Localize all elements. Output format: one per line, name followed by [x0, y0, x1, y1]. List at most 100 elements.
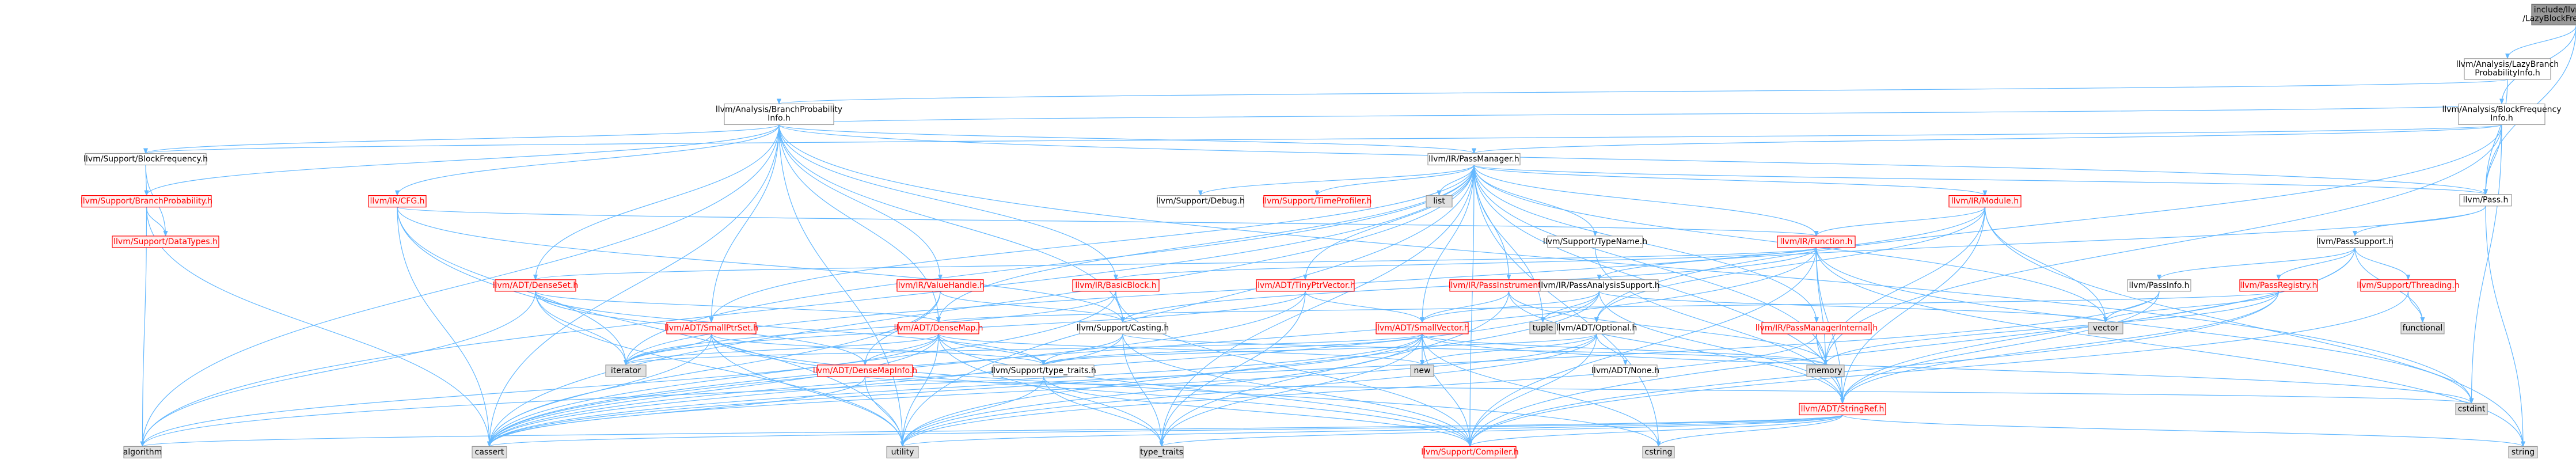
edge-bfi-to-memory — [1823, 124, 2502, 366]
node-debug[interactable]: llvm/Support/Debug.h — [1156, 195, 1245, 208]
node-iterator[interactable]: iterator — [605, 364, 647, 377]
edge-bfi-to-optional — [1594, 124, 2502, 323]
node-threading[interactable]: llvm/Support/Threading.h — [2357, 279, 2460, 292]
node-smallptrset[interactable]: llvm/ADT/SmallPtrSet.h — [664, 322, 758, 335]
edge-densemap-to-compiler — [938, 333, 1472, 447]
node-cstring[interactable]: cstring — [1642, 446, 1675, 459]
node-functional[interactable]: functional — [2400, 322, 2445, 335]
node-label: string — [2512, 447, 2535, 457]
node-module[interactable]: llvm/IR/Module.h — [1948, 195, 2022, 208]
node-passmgrinternal[interactable]: llvm/IR/PassManagerInternal.h — [1756, 322, 1878, 335]
node-passanalysis[interactable]: llvm/IR/PassAnalysisSupport.h — [1538, 279, 1660, 292]
node-label: llvm/Support/Debug.h — [1156, 197, 1245, 206]
node-box — [1410, 364, 1434, 377]
edge-tinyptrvector-to-smallvector — [1305, 291, 1424, 323]
node-box — [898, 322, 979, 335]
node-label: functional — [2403, 324, 2443, 333]
node-label: llvm/Pass.h — [2463, 196, 2509, 205]
edge-casting-to-cassert — [487, 333, 1123, 447]
node-box — [1079, 322, 1167, 335]
edge-cfg-to-function — [397, 207, 1818, 237]
edge-typetraits-to-utility — [900, 376, 1044, 447]
node-passmanager[interactable]: llvm/IR/PassManager.h — [1427, 153, 1521, 166]
edge-stringref-to-string — [1842, 414, 2525, 447]
node-root[interactable]: include/llvm/Analysis/LazyBlockFrequency… — [2522, 3, 2576, 26]
node-none[interactable]: llvm/ADT/None.h — [1591, 364, 1659, 377]
node-label: Info.h — [768, 113, 791, 123]
edge-typetraits-to-compiler — [1043, 376, 1472, 447]
node-timeprofiler[interactable]: llvm/Support/TimeProfiler.h — [1262, 195, 1372, 208]
edge-casting-to-typetraits — [1041, 333, 1123, 366]
node-casting[interactable]: llvm/Support/Casting.h — [1077, 322, 1169, 335]
edge-densemap-to-new — [938, 333, 1424, 366]
node-valuehandle[interactable]: llvm/IR/ValueHandle.h — [896, 279, 985, 292]
node-lbpi[interactable]: llvm/Analysis/LazyBranchProbabilityInfo.… — [2456, 58, 2559, 80]
node-compiler[interactable]: llvm/Support/Compiler.h — [1421, 446, 1519, 459]
node-densemapinfo[interactable]: llvm/ADT/DenseMapInfo.h — [813, 364, 917, 377]
edge-smallvector-to-algorithm — [140, 333, 1423, 447]
edge-cfg-to-utility — [397, 207, 905, 447]
node-box — [472, 446, 507, 459]
node-passregistry[interactable]: llvm/PassRegistry.h — [2239, 279, 2318, 292]
node-function[interactable]: llvm/IR/Function.h — [1777, 235, 1856, 248]
edge-bpi-to-cfg — [395, 124, 780, 196]
node-type_traits[interactable]: type_traits — [1139, 446, 1184, 459]
edge-branchprob-to-datatypes — [146, 207, 168, 237]
node-passinstr[interactable]: llvm/IR/PassInstrumentation.h — [1449, 279, 1570, 292]
node-label: tuple — [1533, 324, 1553, 333]
edge-bfi-to-passmanager — [1472, 124, 2502, 154]
node-utility[interactable]: utility — [886, 446, 919, 459]
node-label: llvm/ADT/DenseSet.h — [493, 281, 579, 290]
node-tinyptrvector[interactable]: llvm/ADT/TinyPtrVector.h — [1255, 279, 1355, 292]
edge-densemapinfo-to-cassert — [487, 376, 866, 447]
node-typetraits[interactable]: llvm/Support/type_traits.h — [991, 364, 1096, 377]
edge-bpi-to-pass — [778, 124, 2488, 195]
node-datatypes[interactable]: llvm/Support/DataTypes.h — [112, 235, 219, 248]
node-passsupport[interactable]: llvm/PassSupport.h — [2316, 235, 2393, 248]
node-optional[interactable]: llvm/ADT/Optional.h — [1556, 322, 1637, 335]
node-branchprob[interactable]: llvm/Support/BranchProbability.h — [81, 195, 212, 208]
node-smallvector[interactable]: llvm/ADT/SmallVector.h — [1375, 322, 1469, 335]
node-algorithm[interactable]: algorithm — [123, 446, 162, 459]
node-cassert[interactable]: cassert — [472, 446, 507, 459]
edge-bpi-to-utility — [778, 124, 905, 447]
edge-densemap-to-cassert — [487, 333, 939, 447]
node-label: Info.h — [2490, 113, 2513, 123]
edge-casting-to-type_traits — [1122, 333, 1164, 447]
node-blockfreq[interactable]: llvm/Support/BlockFrequency.h — [83, 153, 208, 166]
node-denseset[interactable]: llvm/ADT/DenseSet.h — [493, 279, 579, 292]
node-box — [1806, 364, 1845, 377]
edge-denseset-to-utility — [535, 291, 905, 447]
node-box — [1540, 279, 1659, 292]
edge-passsupport-to-passregistry — [2276, 247, 2355, 280]
node-new[interactable]: new — [1410, 364, 1434, 377]
edge-passmanager-to-passmgrinternal — [1473, 165, 1819, 323]
node-cstdint[interactable]: cstdint — [2455, 402, 2488, 416]
node-box — [817, 364, 913, 377]
edge-passinstr-to-type_traits — [1159, 291, 1510, 447]
node-tuple[interactable]: tuple — [1529, 322, 1556, 335]
node-string[interactable]: string — [2508, 446, 2538, 459]
edge-passanalysis-to-utility — [900, 291, 1600, 447]
edge-branchprob-to-cassert — [146, 207, 492, 447]
node-list[interactable]: list — [1426, 195, 1453, 208]
node-label: llvm/PassInfo.h — [2129, 281, 2190, 290]
node-cfg[interactable]: llvm/IR/CFG.h — [368, 195, 427, 208]
node-vector[interactable]: vector — [2088, 322, 2123, 335]
edge-module-to-string — [1984, 207, 2525, 447]
edge-passmgrinternal-to-memory — [1816, 333, 1828, 366]
node-box — [1423, 446, 1517, 459]
node-box — [81, 195, 212, 208]
node-memory[interactable]: memory — [1806, 364, 1845, 377]
node-stringref[interactable]: llvm/ADT/StringRef.h — [1799, 402, 1886, 416]
node-densemap[interactable]: llvm/ADT/DenseMap.h — [894, 322, 983, 335]
node-typename[interactable]: llvm/Support/TypeName.h — [1543, 235, 1647, 248]
node-passinfo[interactable]: llvm/PassInfo.h — [2127, 279, 2191, 292]
node-pass[interactable]: llvm/Pass.h — [2459, 194, 2512, 207]
node-box — [2400, 322, 2445, 335]
edge-stringref-to-cassert — [487, 414, 1843, 447]
node-basicblock[interactable]: llvm/IR/BasicBlock.h — [1072, 279, 1160, 292]
edge-bpi-to-blockfreq — [143, 124, 780, 154]
